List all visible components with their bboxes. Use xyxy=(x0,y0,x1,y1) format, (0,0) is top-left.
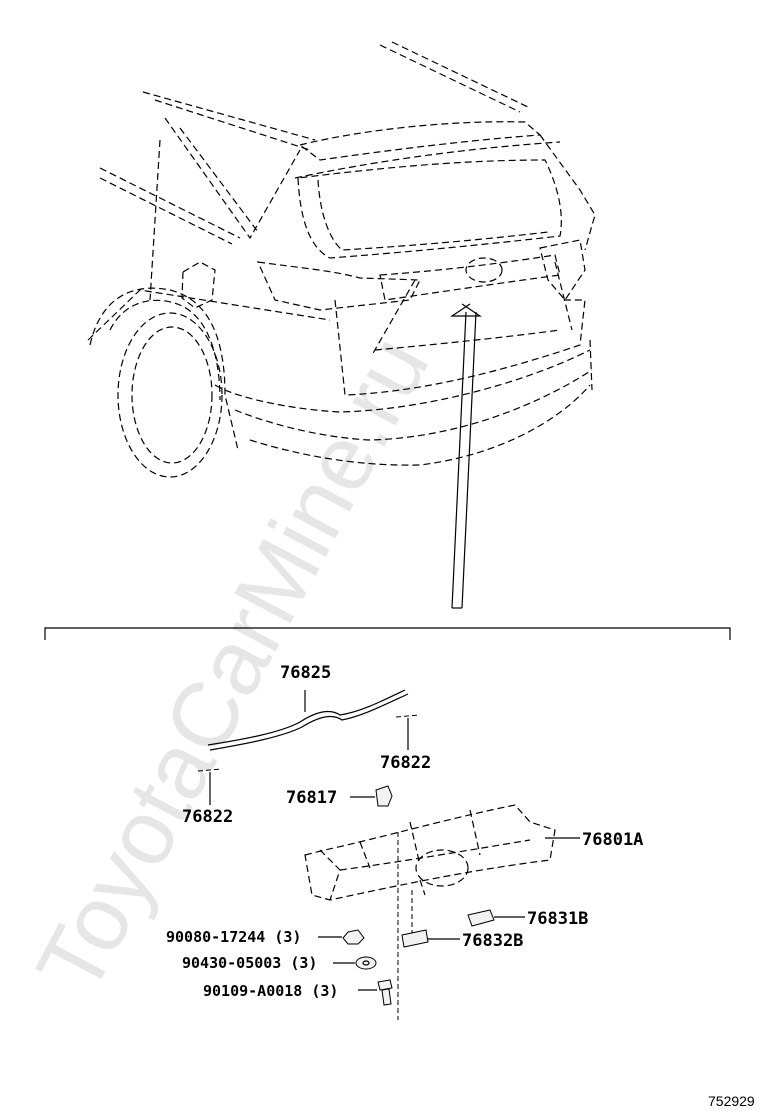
label-76822-left: 76822 xyxy=(182,807,233,827)
part-76825-moulding: 76825 xyxy=(207,663,409,751)
label-90430: 90430-05003 (3) xyxy=(182,954,317,972)
assembly-bracket xyxy=(44,627,731,640)
watermark-text: ToyotaCarMine.ru xyxy=(18,320,449,1009)
label-76817: 76817 xyxy=(286,788,337,808)
part-76801A-garnish: 76801A xyxy=(304,804,643,1020)
part-76822-upper-tape: 76822 xyxy=(380,714,431,773)
part-76832B-cushion: 76832B xyxy=(401,929,523,951)
label-76822-upper: 76822 xyxy=(380,753,431,773)
part-90109-bolt: 90109-A0018 (3) xyxy=(203,979,393,1006)
part-76831B-cushion: 76831B xyxy=(467,909,588,929)
label-76801A: 76801A xyxy=(582,830,643,850)
label-76832B: 76832B xyxy=(462,931,523,951)
part-90080-nut: 90080-17244 (3) xyxy=(166,928,365,946)
part-76822-left-tape: 76822 xyxy=(182,768,233,827)
label-90109: 90109-A0018 (3) xyxy=(203,982,338,1000)
part-76817-clip: 76817 xyxy=(286,785,393,808)
label-90080: 90080-17244 (3) xyxy=(166,928,301,946)
label-76831B: 76831B xyxy=(527,909,588,929)
label-76825: 76825 xyxy=(280,663,331,683)
vehicle-rear-illustration xyxy=(87,41,596,609)
part-90430-washer: 90430-05003 (3) xyxy=(182,954,377,972)
reference-number: 752929 xyxy=(708,1093,755,1109)
